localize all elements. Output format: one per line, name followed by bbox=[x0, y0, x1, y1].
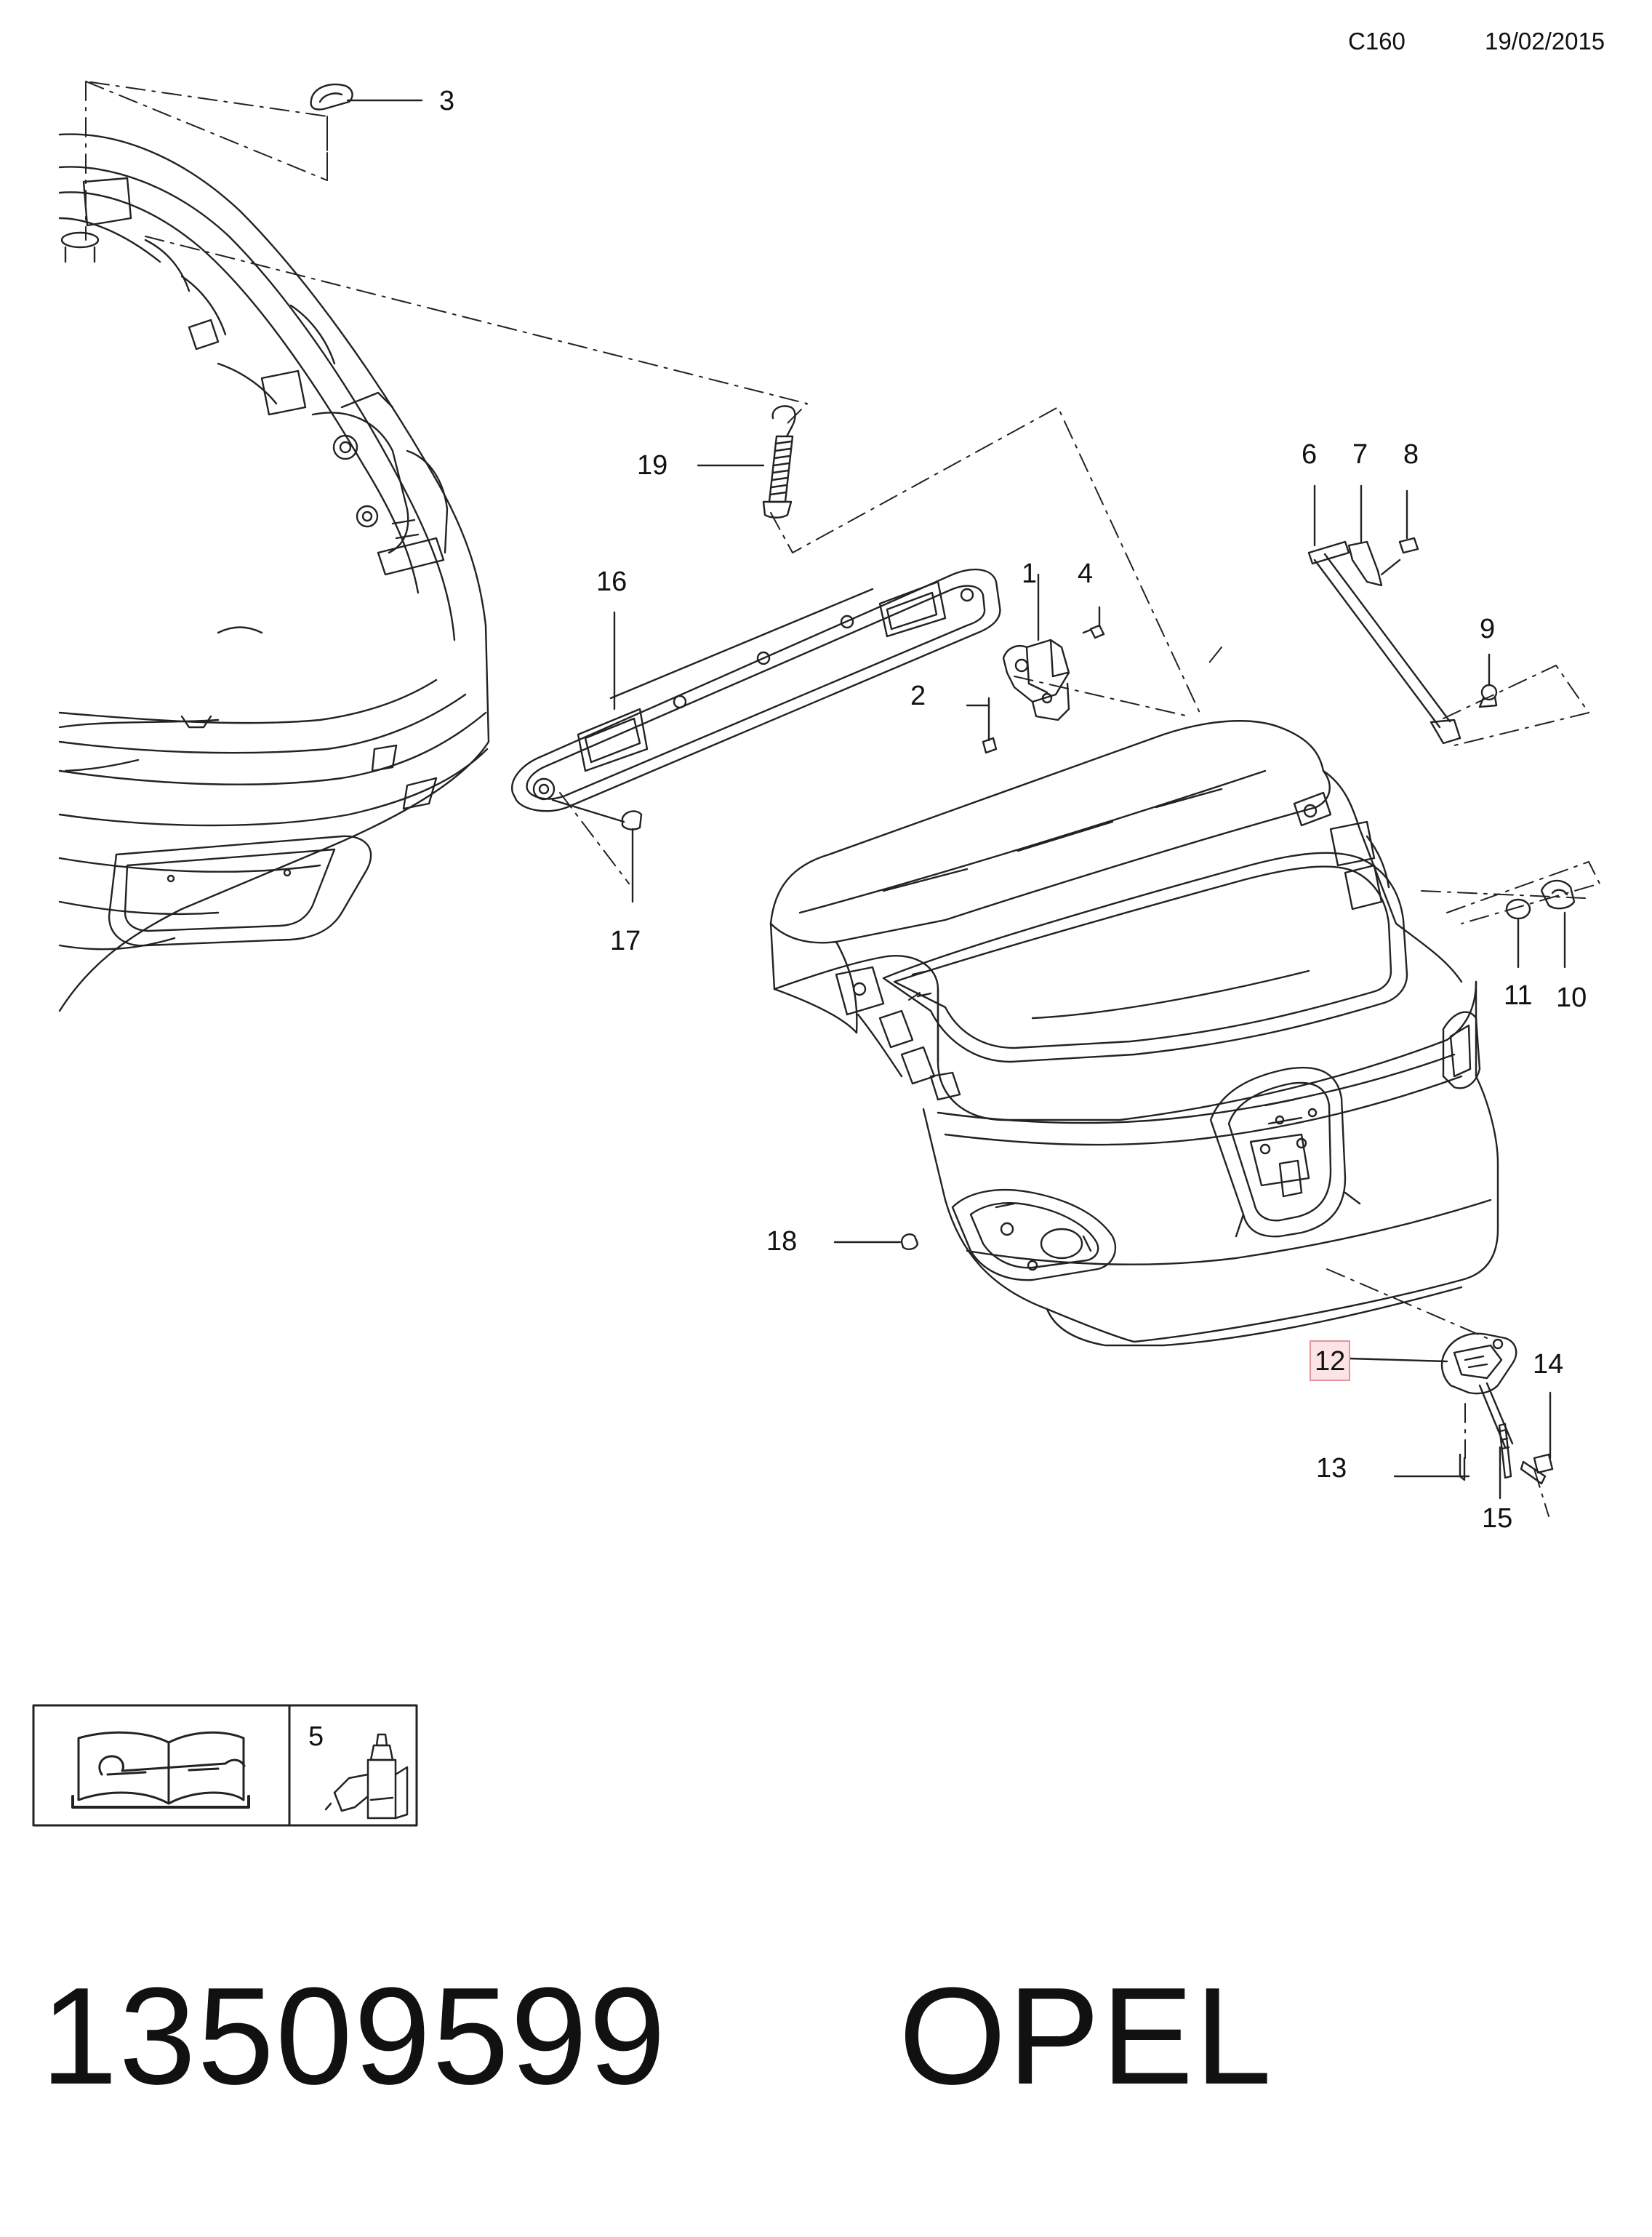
callout-8: 8 bbox=[1403, 439, 1419, 470]
callout-6: 6 bbox=[1302, 439, 1318, 470]
part-13-screw bbox=[1393, 1453, 1470, 1481]
callout-1: 1 bbox=[1022, 559, 1038, 589]
part-11-plug bbox=[1505, 898, 1531, 969]
callout-16: 16 bbox=[596, 567, 627, 597]
part-18-clip bbox=[833, 1233, 919, 1250]
adhesive-bottle-icon bbox=[324, 1733, 409, 1820]
part-19-bolt bbox=[697, 405, 796, 519]
callout-5: 5 bbox=[308, 1721, 324, 1752]
brand-name: OPEL bbox=[899, 1959, 1273, 2113]
callout-18: 18 bbox=[766, 1226, 798, 1257]
part-6-gas-strut bbox=[1307, 484, 1461, 745]
part-15-pin bbox=[1498, 1422, 1512, 1500]
callout-15: 15 bbox=[1482, 1503, 1513, 1534]
part-16-strip bbox=[511, 569, 1001, 823]
callout-4: 4 bbox=[1078, 559, 1094, 589]
callout-2: 2 bbox=[910, 681, 926, 711]
tailgate-panel bbox=[769, 720, 1499, 1347]
diagram-date: 19/02/2015 bbox=[1485, 28, 1605, 55]
part-9-ball-stud bbox=[1478, 653, 1498, 708]
callout-17: 17 bbox=[610, 926, 641, 956]
leader-lines bbox=[85, 81, 1600, 1517]
callout-10: 10 bbox=[1556, 983, 1587, 1013]
diagram-code: C160 bbox=[1348, 28, 1406, 55]
part-8-screw bbox=[1398, 489, 1419, 554]
part-2-bolt bbox=[966, 697, 998, 754]
callout-7: 7 bbox=[1352, 439, 1368, 470]
car-body-rear bbox=[58, 133, 490, 1012]
callout-12[interactable]: 12 bbox=[1315, 1346, 1346, 1377]
part-4-bolt bbox=[1082, 606, 1105, 639]
part-17-nut bbox=[621, 810, 643, 903]
callout-9: 9 bbox=[1480, 614, 1496, 644]
service-manual-icon bbox=[71, 1731, 250, 1809]
part-7-bracket bbox=[1347, 484, 1401, 587]
legend-box bbox=[32, 1704, 418, 1827]
callout-19: 19 bbox=[637, 450, 668, 481]
part-14-bracket bbox=[1520, 1391, 1554, 1485]
callout-14: 14 bbox=[1533, 1349, 1564, 1380]
part-12-latch bbox=[1347, 1332, 1517, 1449]
callout-13: 13 bbox=[1316, 1453, 1347, 1484]
part-10-bumper bbox=[1540, 879, 1576, 969]
callout-3: 3 bbox=[439, 86, 455, 116]
callout-12-highlight bbox=[1310, 1340, 1350, 1381]
callout-11: 11 bbox=[1504, 980, 1533, 1011]
part-3-cap bbox=[310, 83, 423, 111]
part-1-hinge bbox=[1002, 573, 1070, 721]
part-number: 13509599 bbox=[41, 1959, 667, 2113]
